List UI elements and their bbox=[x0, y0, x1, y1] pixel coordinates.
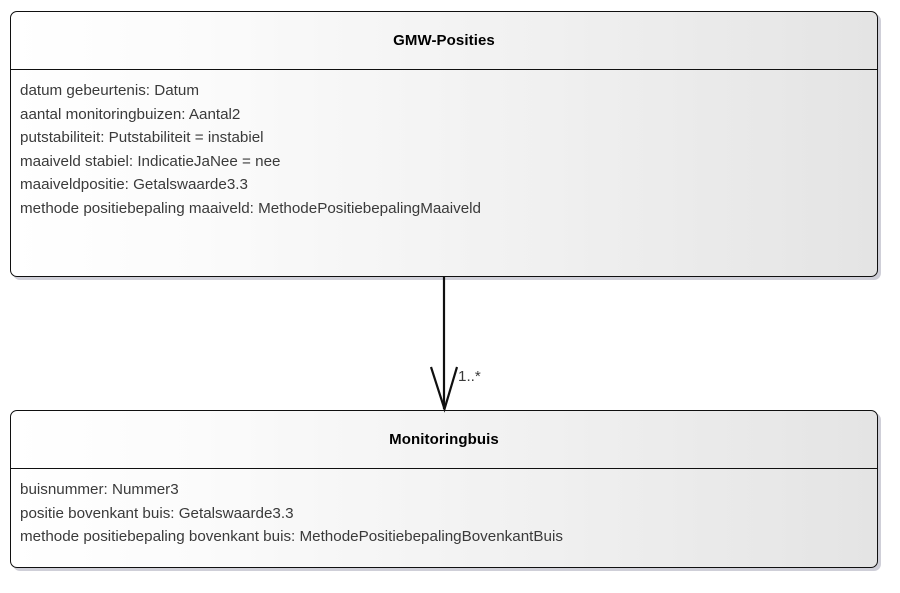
uml-attribute: aantal monitoringbuizen: Aantal2 bbox=[20, 105, 241, 123]
uml-attribute: putstabiliteit: Putstabiliteit = instabi… bbox=[20, 129, 264, 147]
uml-attribute: maaiveldpositie: Getalswaarde3.3 bbox=[20, 176, 248, 194]
uml-class-attribute-list: buisnummer: Nummer3 positie bovenkant bu… bbox=[11, 469, 877, 559]
uml-class-name: Monitoringbuis bbox=[389, 431, 499, 448]
uml-class-name: GMW-Posities bbox=[393, 32, 495, 49]
open-arrowhead-icon bbox=[429, 366, 459, 413]
uml-attribute: positie bovenkant buis: Getalswaarde3.3 bbox=[20, 504, 294, 522]
uml-class-gmw-posities[interactable]: GMW-Posities datum gebeurtenis: Datum aa… bbox=[10, 11, 878, 277]
uml-class-header: Monitoringbuis bbox=[11, 411, 877, 469]
uml-class-header: GMW-Posities bbox=[11, 12, 877, 70]
uml-attribute: buisnummer: Nummer3 bbox=[20, 481, 179, 498]
uml-attribute: maaiveld stabiel: IndicatieJaNee = nee bbox=[20, 152, 281, 170]
uml-attribute: methode positiebepaling maaiveld: Method… bbox=[20, 199, 481, 217]
uml-class-monitoringbuis[interactable]: Monitoringbuis buisnummer: Nummer3 posit… bbox=[10, 410, 878, 568]
uml-class-attribute-list: datum gebeurtenis: Datum aantal monitori… bbox=[11, 70, 877, 231]
uml-attribute: methode positiebepaling bovenkant buis: … bbox=[20, 528, 563, 546]
uml-attribute: datum gebeurtenis: Datum bbox=[20, 82, 199, 99]
association-multiplicity-label: 1..* bbox=[458, 368, 481, 385]
